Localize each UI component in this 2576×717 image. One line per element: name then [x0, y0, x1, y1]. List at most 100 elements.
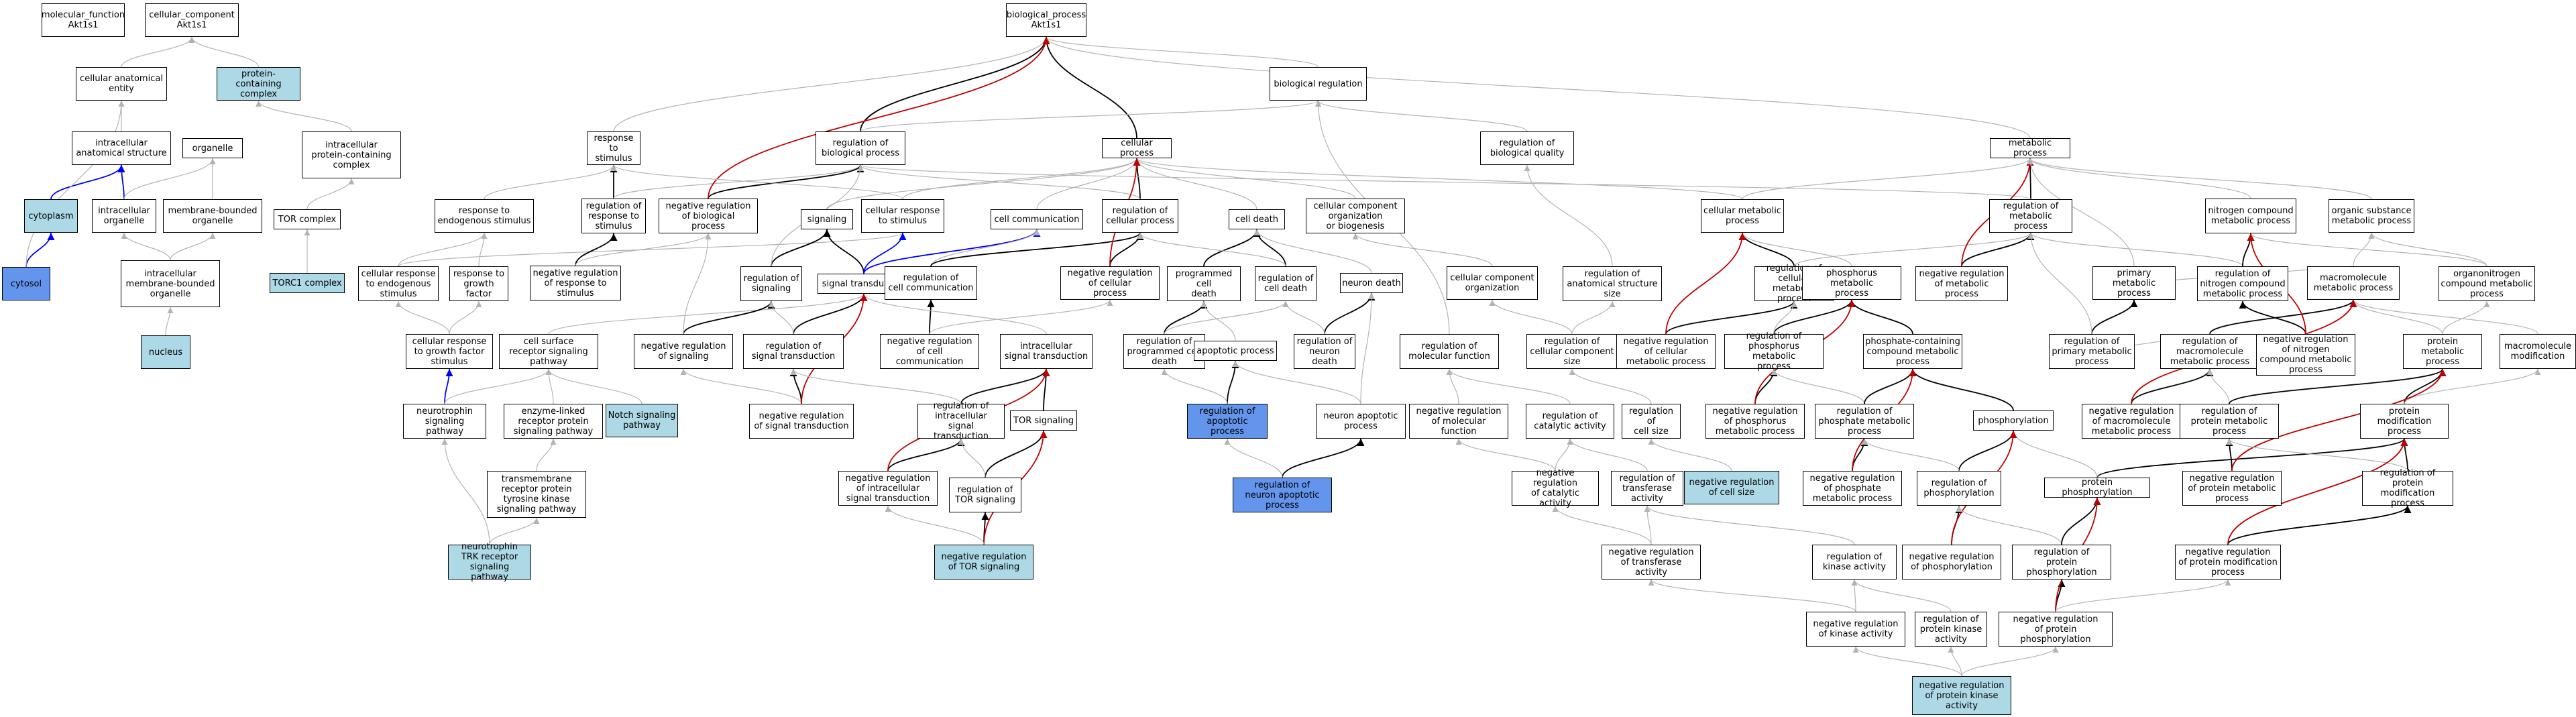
- go-term-node-nrphos[interactable]: negative regulation of phosphorylation: [1902, 545, 2001, 580]
- go-term-node-nrbp[interactable]: negative regulation of biological proces…: [659, 199, 758, 233]
- go-term-node-nrst[interactable]: negative regulation of signal transducti…: [749, 404, 854, 439]
- go-term-node-osmp[interactable]: organic substance metabolic process: [2329, 199, 2414, 233]
- go-term-node-nrca[interactable]: negative regulation of catalytic activit…: [1512, 468, 1599, 508]
- go-term-node-ap[interactable]: apoptotic process: [1194, 341, 1277, 361]
- go-term-node-rbp[interactable]: regulation of biological process: [816, 131, 905, 165]
- go-term-node-ccob[interactable]: cellular component organization or bioge…: [1306, 199, 1405, 233]
- go-term-node-rta[interactable]: regulation of transferase activity: [1611, 471, 1683, 506]
- go-term-node-ntsp[interactable]: neurotrophin signaling pathway: [403, 404, 486, 439]
- go-term-node-bp[interactable]: biological_process Akt1s1: [1006, 3, 1086, 37]
- go-term-node-ipcc[interactable]: intracellular protein-containing complex: [302, 131, 401, 178]
- go-term-node-rpmodp[interactable]: regulation of protein modification proce…: [2362, 468, 2453, 508]
- go-term-node-ncmp[interactable]: nitrogen compound metabolic process: [2205, 199, 2296, 233]
- go-term-node-nrmp[interactable]: negative regulation of metabolic process: [1915, 266, 2008, 301]
- go-term-node-pphos[interactable]: protein phosphorylation: [2044, 478, 2150, 498]
- go-term-node-rca[interactable]: regulation of catalytic activity: [1526, 404, 1614, 439]
- go-term-node-nrtors[interactable]: negative regulation of TOR signaling: [934, 545, 1033, 580]
- go-term-node-cp[interactable]: cellular process: [1102, 138, 1172, 158]
- go-term-node-cytosol[interactable]: cytosol: [2, 267, 50, 300]
- go-term-node-rsig[interactable]: regulation of signaling: [740, 266, 802, 301]
- go-term-node-elrpsp[interactable]: enzyme-linked receptor protein signaling…: [504, 404, 603, 439]
- go-term-node-mbo[interactable]: membrane-bounded organelle: [163, 199, 262, 233]
- go-term-node-csrsp[interactable]: cell surface receptor signaling pathway: [499, 334, 598, 369]
- go-term-node-pmp[interactable]: phosphorus metabolic process: [1802, 266, 1901, 300]
- go-term-node-notch[interactable]: Notch signaling pathway: [606, 404, 678, 437]
- go-term-node-rnap[interactable]: regulation of neuron apoptotic process: [1233, 478, 1332, 512]
- go-term-node-protmod[interactable]: protein modification process: [2360, 404, 2449, 439]
- go-term-node-rist[interactable]: regulation of intracellular signal trans…: [917, 401, 1005, 441]
- go-term-node-phos[interactable]: phosphorylation: [1973, 410, 2054, 431]
- go-term-node-rcs[interactable]: regulation of cell size: [1622, 404, 1681, 439]
- go-term-node-nap[interactable]: neuron apoptotic process: [1316, 404, 1406, 439]
- go-term-node-ntrk[interactable]: neurotrophin TRK receptor signaling path…: [448, 542, 531, 582]
- go-term-node-celldeath[interactable]: cell death: [1229, 209, 1285, 229]
- go-term-node-rts[interactable]: response to stimulus: [587, 131, 640, 165]
- go-term-node-pcc[interactable]: protein-containing complex: [217, 67, 300, 101]
- go-term-node-macmp[interactable]: macromolecule metabolic process: [2307, 266, 2400, 300]
- go-term-node-rcp[interactable]: regulation of cellular process: [1102, 199, 1178, 233]
- go-term-node-nrta[interactable]: negative regulation of transferase activ…: [1602, 545, 1701, 580]
- go-term-node-primp[interactable]: primary metabolic process: [2092, 266, 2176, 300]
- go-term-node-bioreg[interactable]: biological regulation: [1270, 67, 1367, 101]
- go-term-node-nrpphos[interactable]: negative regulation of protein phosphory…: [1999, 612, 2113, 647]
- go-term-node-rprimp[interactable]: regulation of primary metabolic process: [2049, 334, 2135, 369]
- go-term-node-rpcd[interactable]: regulation of programmed cell death: [1123, 334, 1205, 369]
- go-term-node-rcd[interactable]: regulation of cell death: [1255, 266, 1317, 301]
- go-term-node-nrrs[interactable]: negative regulation of response to stimu…: [530, 266, 621, 300]
- go-term-node-rprotmp[interactable]: regulation of protein metabolic process: [2180, 404, 2279, 439]
- go-term-node-nrpmodp[interactable]: negative regulation of protein modificat…: [2175, 545, 2281, 580]
- go-term-node-rphmp[interactable]: regulation of phosphate metabolic proces…: [1815, 404, 1914, 439]
- go-term-node-crgf[interactable]: cellular response to growth factor stimu…: [406, 334, 493, 369]
- go-term-node-signaling[interactable]: signaling: [801, 209, 853, 229]
- go-term-node-nrmf[interactable]: negative regulation of molecular functio…: [1409, 404, 1508, 439]
- go-term-node-cco[interactable]: cellular component organization: [1447, 266, 1538, 300]
- go-term-node-nrpmp[interactable]: negative regulation of phosphorus metabo…: [1705, 404, 1805, 439]
- go-term-node-pcd[interactable]: programmed cell death: [1167, 266, 1241, 301]
- go-term-node-nrcp[interactable]: negative regulation of cellular process: [1060, 266, 1160, 300]
- go-term-node-nrmmp[interactable]: negative regulation of macromolecule met…: [2082, 404, 2181, 439]
- go-term-node-tmrptk[interactable]: transmembrane receptor protein tyrosine …: [487, 471, 586, 518]
- go-term-node-torc1[interactable]: TORC1 complex: [270, 273, 345, 293]
- go-term-node-ist[interactable]: intracellular signal transduction: [1000, 334, 1093, 369]
- go-term-node-nrpka[interactable]: negative regulation of protein kinase ac…: [1912, 676, 2011, 715]
- go-term-node-rnd[interactable]: regulation of neuron death: [1294, 334, 1355, 369]
- go-term-node-io[interactable]: intracellular organelle: [92, 199, 156, 233]
- go-term-node-tors[interactable]: TOR signaling: [1010, 410, 1077, 431]
- go-term-node-cres[interactable]: cellular response to endogenous stimulus: [358, 266, 439, 301]
- go-term-node-rka[interactable]: regulation of kinase activity: [1812, 545, 1897, 580]
- go-term-node-rphos[interactable]: regulation of phosphorylation: [1917, 471, 2001, 506]
- go-term-node-nrist[interactable]: negative regulation of intracellular sig…: [838, 471, 938, 506]
- go-term-node-cytoplasm[interactable]: cytoplasm: [24, 199, 78, 233]
- go-term-node-cae[interactable]: cellular anatomical entity: [76, 67, 167, 101]
- go-term-node-mp[interactable]: metabolic process: [1990, 138, 2070, 158]
- go-term-node-nrcmp[interactable]: negative regulation of cellular metaboli…: [1616, 334, 1716, 369]
- go-term-node-oncmp[interactable]: organonitrogen compound metabolic proces…: [2439, 266, 2535, 301]
- go-term-node-pccmp[interactable]: phosphate-containing compound metabolic …: [1863, 334, 1962, 369]
- go-term-node-rst[interactable]: regulation of signal transduction: [743, 334, 844, 369]
- go-term-node-rccs[interactable]: regulation of cellular component size: [1526, 334, 1618, 369]
- go-term-node-nrka[interactable]: negative regulation of kinase activity: [1806, 612, 1905, 647]
- go-term-node-rass[interactable]: regulation of anatomical structure size: [1563, 266, 1662, 301]
- go-term-node-crs[interactable]: cellular response to stimulus: [861, 199, 944, 233]
- go-term-node-organelle[interactable]: organelle: [182, 138, 243, 158]
- go-term-node-rpphos[interactable]: regulation of protein phosphorylation: [2012, 545, 2111, 580]
- go-term-node-rgf[interactable]: response to growth factor: [449, 266, 508, 301]
- go-term-node-rmmp[interactable]: regulation of macromolecule metabolic pr…: [2160, 334, 2259, 369]
- go-term-node-nrncmp[interactable]: negative regulation of nitrogen compound…: [2256, 334, 2355, 376]
- go-term-node-rmp[interactable]: regulation of metabolic process: [1989, 199, 2072, 233]
- go-term-node-rncmp[interactable]: regulation of nitrogen compound metaboli…: [2197, 266, 2288, 301]
- go-term-node-rcc[interactable]: regulation of cell communication: [885, 266, 977, 300]
- go-term-node-nrprotmp[interactable]: negative regulation of protein metabolic…: [2182, 471, 2282, 506]
- go-term-node-res[interactable]: response to endogenous stimulus: [435, 199, 534, 233]
- go-term-node-nrcs[interactable]: negative regulation of cell size: [1684, 471, 1779, 504]
- go-term-node-cellcomm[interactable]: cell communication: [991, 209, 1083, 229]
- go-term-node-nrsig[interactable]: negative regulation of signaling: [634, 334, 733, 369]
- go-term-node-rap[interactable]: regulation of apoptotic process: [1187, 404, 1268, 439]
- go-term-node-nrphmp[interactable]: negative regulation of phosphate metabol…: [1803, 471, 1902, 506]
- go-term-node-nd[interactable]: neuron death: [1340, 273, 1403, 293]
- go-term-node-torc[interactable]: TOR complex: [274, 209, 341, 229]
- go-term-node-rrs[interactable]: regulation of response to stimulus: [581, 199, 646, 233]
- go-term-node-rpka[interactable]: regulation of protein kinase activity: [1915, 612, 1987, 647]
- go-term-node-rtors[interactable]: regulation of TOR signaling: [949, 478, 1021, 512]
- go-term-node-rpmp[interactable]: regulation of phosphorus metabolic proce…: [1724, 331, 1824, 372]
